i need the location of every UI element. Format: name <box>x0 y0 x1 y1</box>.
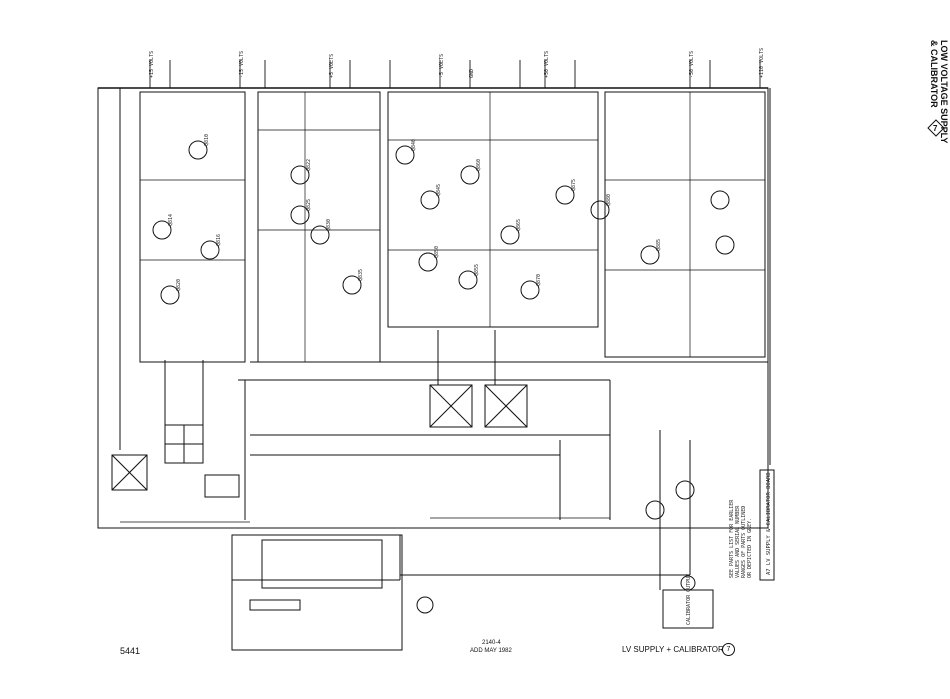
rail-label: -5 VOLTS <box>439 54 445 78</box>
transistor-label: Q820 <box>176 279 182 291</box>
regulator-block-3 <box>387 91 599 328</box>
transistor-label: Q885 <box>656 239 662 251</box>
transistor-label: Q870 <box>536 274 542 286</box>
notes-block: SEE PARTS LIST FOR EARLIER VALUES AND SE… <box>729 499 753 578</box>
bridge-rectifier-3 <box>484 384 528 428</box>
regulator-block-2 <box>257 91 381 363</box>
rail-label: GND <box>469 69 475 78</box>
rail-label: +110 VOLTS <box>759 48 765 78</box>
transistor-label: Q822 <box>306 159 312 171</box>
board-label: A7 LV SUPPLY & CALIBRATOR BOARD <box>766 472 772 575</box>
add-date: ADD MAY 1982 <box>470 648 512 654</box>
svg-text:RANGES OF PARTS OUTLINED: RANGES OF PARTS OUTLINED <box>741 506 747 578</box>
regulator-block-1 <box>139 91 246 363</box>
svg-text:7: 7 <box>933 124 938 133</box>
board-label-box <box>759 469 775 581</box>
diagram-number-badge: 7 <box>927 119 945 137</box>
fuse-box <box>204 474 240 498</box>
rail-labels: +15 VOLTS -15 VOLTS +5 VOLTS -5 VOLTS +50 VO… <box>149 48 765 78</box>
transistor-label: Q850 <box>434 246 440 258</box>
transistor-label: Q816 <box>216 234 222 246</box>
lower-assembly-outline <box>231 534 403 651</box>
transistor-label: Q845 <box>436 184 442 196</box>
transistor-label: Q880 <box>606 194 612 206</box>
transistor-label: Q825 <box>306 199 312 211</box>
rail-label: -50 VOLTS <box>689 51 695 78</box>
drawing-code: 2140-4 <box>482 640 501 646</box>
output-jack <box>416 596 434 614</box>
transistor-label: Q814 <box>168 214 174 226</box>
rail-label: -15 VOLTS <box>239 51 245 78</box>
transistor-symbols <box>152 140 735 520</box>
board-outline <box>97 87 769 529</box>
switch-block <box>261 539 383 589</box>
bridge-rectifier-2 <box>429 384 473 428</box>
header-title-line1: LOW VOLTAGE SUPPLY <box>939 40 949 143</box>
regulator-block-4 <box>604 91 766 358</box>
svg-text:OR DEPICTED IN GREY.: OR DEPICTED IN GREY. <box>747 518 753 578</box>
bridge-rectifier-4 <box>111 454 148 491</box>
transistor-label: Q855 <box>474 264 480 276</box>
transistor-label: Q875 <box>571 179 577 191</box>
transistor-label: Q865 <box>516 219 522 231</box>
transistor-label: Q860 <box>476 159 482 171</box>
calibrator-output-label: CALIBRATOR OUTPUT <box>686 574 692 625</box>
rail-label: +50 VOLTS <box>544 51 550 78</box>
rail-label: +15 VOLTS <box>149 51 155 78</box>
header-title-line2: & CALIBRATOR <box>929 40 939 108</box>
sheet-title: LV SUPPLY + CALIBRATOR <box>622 645 724 654</box>
sheet-number-badge: 7 <box>722 643 735 656</box>
rail-label: +5 VOLTS <box>329 54 335 78</box>
transistor-label: Q840 <box>411 139 417 151</box>
transistor-label: Q835 <box>358 269 364 281</box>
transistor-label: Q830 <box>326 219 332 231</box>
svg-text:SEE PARTS LIST FOR EARLIER: SEE PARTS LIST FOR EARLIER <box>729 499 735 578</box>
attenuator-strip <box>249 599 301 611</box>
model-number: 5441 <box>120 646 141 656</box>
svg-text:VALUES AND SERIAL NUMBER: VALUES AND SERIAL NUMBER <box>735 505 741 578</box>
transistor-label: Q810 <box>204 134 210 146</box>
